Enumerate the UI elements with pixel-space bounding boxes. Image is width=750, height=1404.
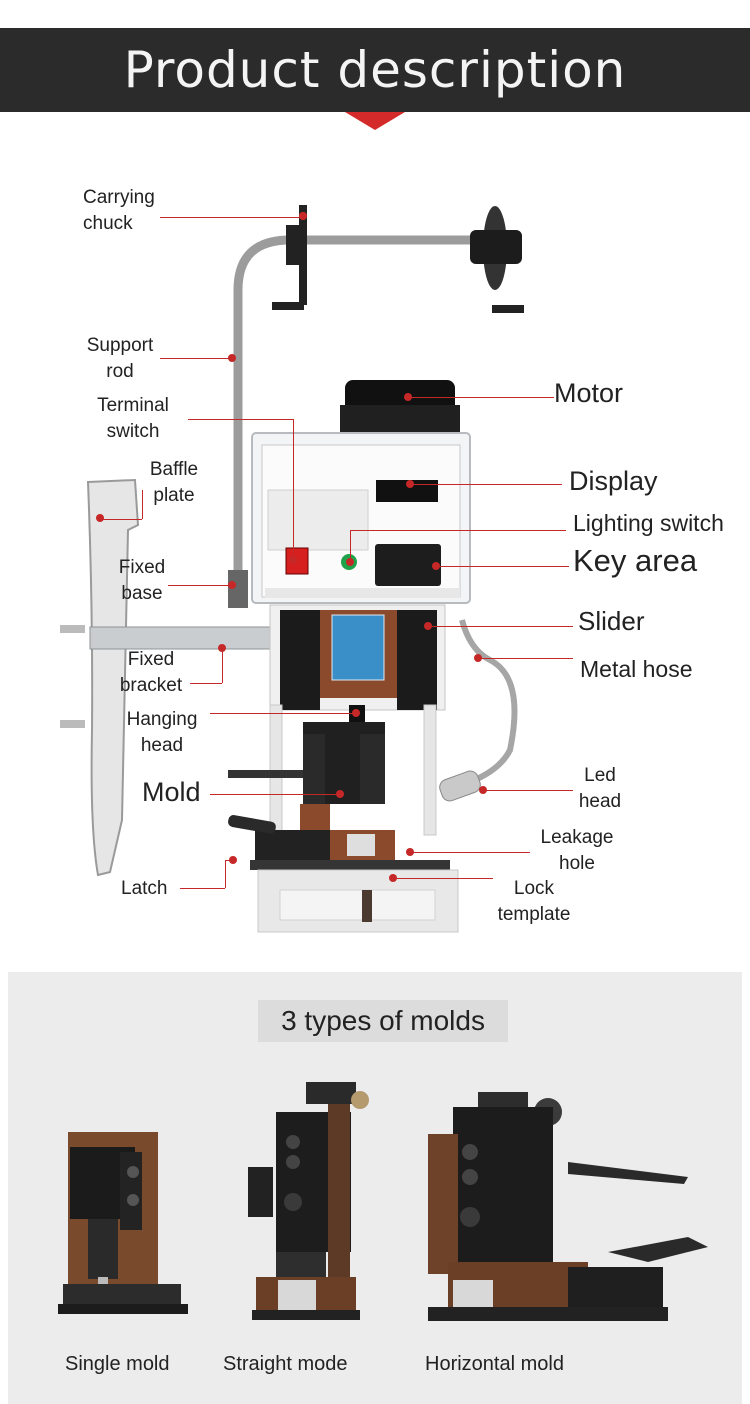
leader-baffle-plate (100, 519, 142, 520)
marker-lock-template (389, 874, 397, 882)
marker-lighting-switch (346, 558, 354, 566)
mold-caption-single: Single mold (65, 1353, 170, 1375)
label-lock-template: Lock template (497, 878, 571, 925)
molds-panel: 3 types of molds (8, 972, 742, 1404)
leader-metal-hose (478, 658, 573, 659)
mold-caption-straight: Straight mode (223, 1353, 348, 1375)
leader-latch (180, 888, 225, 889)
leader-fixed-base (168, 585, 232, 586)
leader-display (410, 484, 562, 485)
leader-baffle-plate-v (142, 490, 143, 519)
marker-mold (336, 790, 344, 798)
label-fixed-bracket: Fixed bracket (119, 649, 183, 696)
leader-fixed-bracket-v (222, 648, 223, 683)
marker-fixed-base (228, 581, 236, 589)
leader-latch-v (225, 860, 226, 888)
marker-slider (424, 622, 432, 630)
label-carrying-chuck: Carrying chuck (83, 187, 155, 234)
molds-title: 3 types of molds (258, 1000, 508, 1042)
leader-lighting-switch-v (350, 530, 351, 562)
machine-illustration (60, 205, 524, 933)
label-key-area: Key area (573, 543, 698, 578)
marker-leakage-hole (406, 848, 414, 856)
label-hanging-head: Hanging head (126, 709, 198, 756)
label-mold: Mold (142, 777, 201, 807)
leader-fixed-bracket (190, 683, 222, 684)
marker-baffle-plate (96, 514, 104, 522)
marker-motor (404, 393, 412, 401)
mold-caption-horizontal: Horizontal mold (425, 1353, 564, 1375)
marker-led-head (479, 786, 487, 794)
label-support-rod: Support rod (86, 335, 154, 382)
label-metal-hose: Metal hose (580, 656, 693, 682)
marker-support-rod (228, 354, 236, 362)
page-title: Product description (123, 41, 627, 99)
label-display: Display (569, 466, 658, 496)
label-terminal-switch: Terminal switch (97, 395, 169, 442)
leader-led-head (483, 790, 573, 791)
machine-diagram: Carrying chuck Support rod Terminal swit… (0, 130, 750, 960)
leader-terminal-switch-v (293, 419, 294, 559)
leader-terminal-switch (188, 419, 293, 420)
header-banner: Product description (0, 28, 750, 112)
leader-leakage-hole (410, 852, 530, 853)
marker-display (406, 480, 414, 488)
marker-hanging-head (352, 709, 360, 717)
marker-latch (229, 856, 237, 864)
label-fixed-base: Fixed base (118, 557, 166, 604)
label-baffle-plate: Baffle plate (149, 459, 199, 506)
marker-fixed-bracket (218, 644, 226, 652)
marker-terminal-switch (289, 556, 297, 564)
leader-lock-template (393, 878, 493, 879)
leader-carrying-chuck (160, 217, 300, 218)
label-led-head: Led head (578, 765, 622, 812)
leader-motor (408, 397, 554, 398)
label-lighting-switch: Lighting switch (573, 510, 724, 536)
label-slider: Slider (578, 606, 645, 636)
leader-key-area (436, 566, 569, 567)
leader-support-rod (160, 358, 232, 359)
label-motor: Motor (554, 378, 624, 408)
leader-mold (210, 794, 340, 795)
marker-carrying-chuck (299, 212, 307, 220)
leader-lighting-switch (350, 530, 566, 531)
marker-key-area (432, 562, 440, 570)
molds-illustration (58, 1082, 708, 1321)
leader-hanging-head (210, 713, 356, 714)
down-arrow-icon (345, 112, 405, 130)
label-leakage-hole: Leakage hole (540, 827, 614, 874)
leader-slider (428, 626, 573, 627)
label-latch: Latch (121, 878, 168, 899)
marker-metal-hose (474, 654, 482, 662)
